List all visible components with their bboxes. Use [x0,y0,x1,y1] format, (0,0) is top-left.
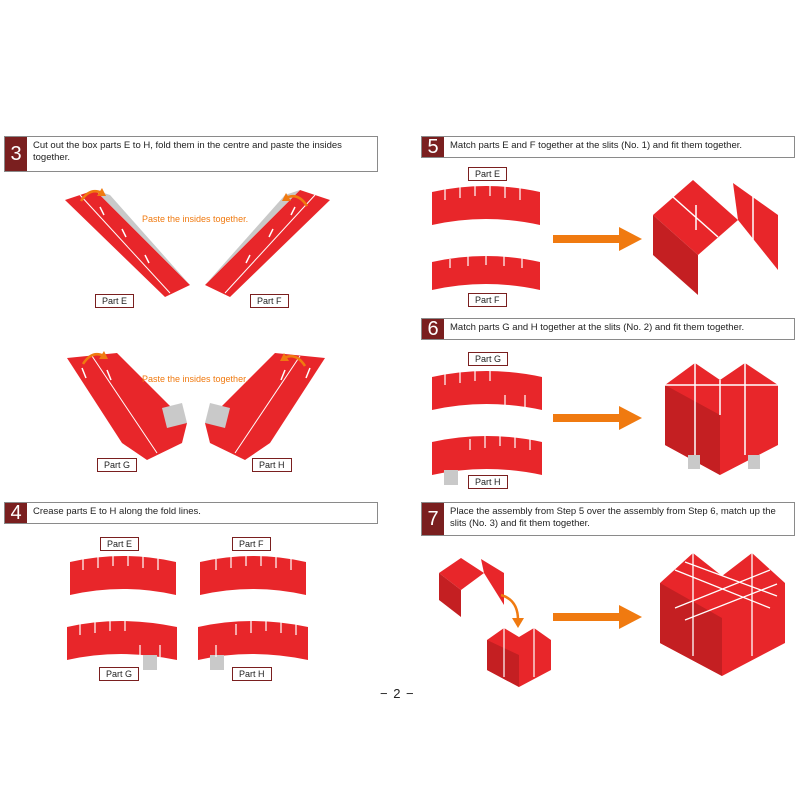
part-g-label: Part G [468,352,509,366]
part-g-label: Part G [99,667,140,681]
part-f-diagram [432,255,540,290]
part-g-creased-diagram [67,620,177,670]
paste-note: Paste the insides together. [142,374,249,384]
part-f-folded-diagram [205,190,330,297]
assembly-step6-diagram [487,628,551,687]
curved-arrow-icon [282,193,309,207]
step-6-header: 6 Match parts G and H together at the sl… [421,318,795,340]
paste-note: Paste the insides together. [142,214,249,224]
part-h-label: Part H [252,458,292,472]
assembled-ef-diagram [653,180,778,295]
final-heart-box-diagram [660,553,785,676]
right-arrow-icon [553,227,642,251]
step-number: 6 [422,318,444,340]
step-7-header: 7 Place the assembly from Step 5 over th… [421,502,795,536]
step-3-header: 3 Cut out the box parts E to H, fold the… [4,136,378,172]
page-number: − 2 − [380,686,415,701]
part-e-label: Part E [95,294,135,308]
step-instruction: Match parts E and F together at the slit… [450,140,743,151]
step-instruction: Place the assembly from Step 5 over the … [450,506,776,529]
part-h-label: Part H [232,667,272,681]
step-instruction: Match parts G and H together at the slit… [450,322,745,333]
assembled-gh-diagram [665,363,778,475]
step-number: 5 [422,136,444,158]
part-h-label: Part H [468,475,508,489]
part-e-label: Part E [468,167,508,181]
part-e-folded-diagram [65,190,190,297]
curved-arrow-icon [81,351,108,365]
step-instruction: Cut out the box parts E to H, fold them … [33,140,342,163]
assembly-step5-diagram [439,558,504,617]
step-number: 7 [422,503,444,535]
curved-arrow-icon [500,593,524,628]
right-arrow-icon [553,605,642,629]
curved-arrow-icon [79,188,106,202]
step-5-header: 5 Match parts E and F together at the sl… [421,136,795,158]
part-g-folded-diagram [67,353,187,460]
curved-arrow-icon [280,353,307,367]
right-arrow-icon [553,406,642,430]
step-4-header: 4 Crease parts E to H along the fold lin… [4,502,378,524]
part-e-diagram [432,185,540,225]
part-h-folded-diagram [205,353,325,460]
step-number: 4 [5,502,27,524]
step-number: 3 [5,137,27,171]
part-g-diagram [432,370,542,410]
part-f-creased-diagram [200,555,306,595]
part-f-label: Part F [232,537,271,551]
part-e-creased-diagram [70,555,176,595]
part-h-diagram [432,435,542,485]
part-f-label: Part F [250,294,289,308]
step-instruction: Crease parts E to H along the fold lines… [33,506,201,517]
part-e-label: Part E [100,537,140,551]
part-f-label: Part F [468,293,507,307]
part-g-label: Part G [97,458,138,472]
part-h-creased-diagram [198,620,308,670]
